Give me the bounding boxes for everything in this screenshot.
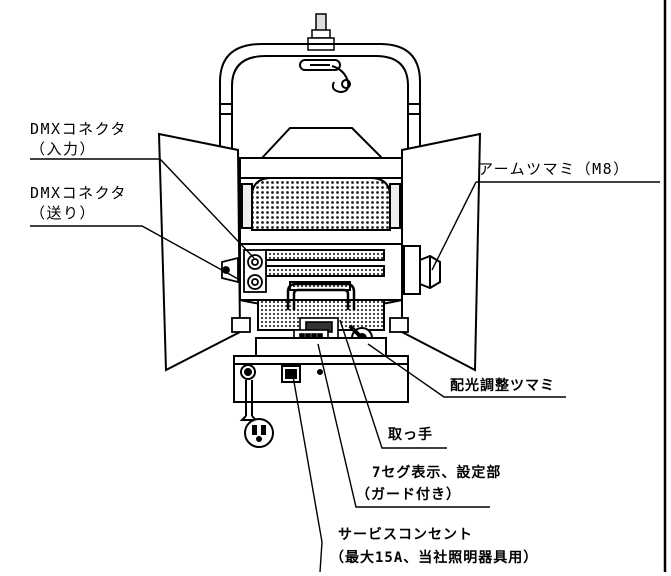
label-dmx-in-2: （入力） <box>30 140 97 158</box>
leader-dmx-in <box>30 158 255 259</box>
label-outlet-2: （最大15A、当社照明器具用） <box>330 550 539 566</box>
label-dmx-out-2: （送り） <box>30 204 97 222</box>
dmx-connectors <box>221 249 267 293</box>
yoke-brackets <box>231 317 409 333</box>
label-dmx-out-1: DMXコネクタ <box>30 184 127 202</box>
label-outlet-1: サービスコンセント <box>338 527 473 543</box>
label-beam-knob: 配光調整ツマミ <box>450 378 555 394</box>
leader-dmx-out <box>30 225 241 281</box>
leader-lines <box>30 158 660 573</box>
label-arm-knob: アームツマミ（M8） <box>478 160 630 178</box>
handle <box>286 282 356 310</box>
power-box <box>233 337 409 403</box>
label-dmx-in-1: DMXコネクタ <box>30 120 127 138</box>
yoke-arm <box>219 43 421 190</box>
housing <box>239 157 403 331</box>
label-handle: 取っ手 <box>388 427 433 443</box>
label-seg-2: （ガード付き） <box>356 487 461 503</box>
power-plug <box>239 380 274 448</box>
safety-wire <box>299 59 351 94</box>
leader-beam-knob <box>367 343 566 398</box>
leader-handle <box>339 319 447 449</box>
label-seg-1: 7セグ表示、設定部 <box>372 465 502 481</box>
leader-seg <box>317 343 490 508</box>
leader-outlet <box>292 375 323 573</box>
